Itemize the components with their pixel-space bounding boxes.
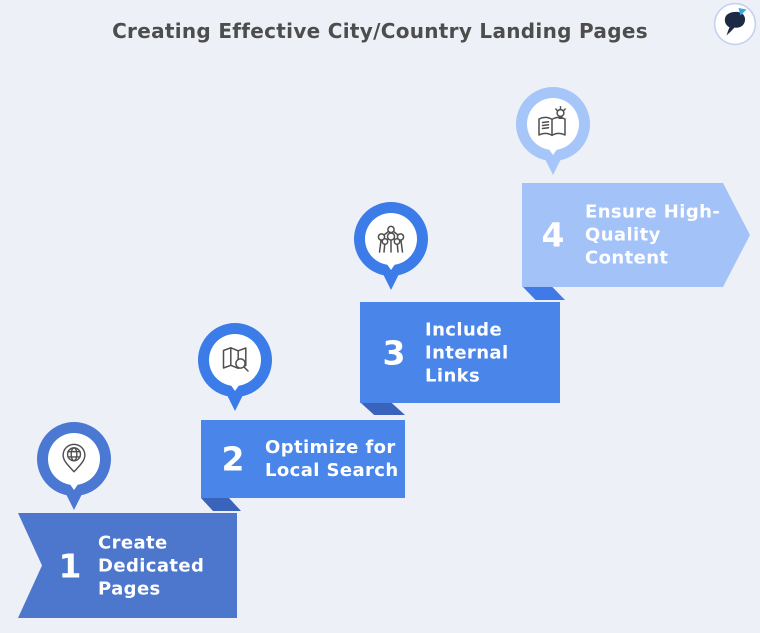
- step4-banner: 4 Ensure High- Quality Content: [522, 183, 750, 287]
- step2-banner: 2 Optimize for Local Search: [201, 420, 405, 498]
- step1-banner: 1 Create Dedicated Pages: [18, 513, 237, 618]
- pin-inner-pointer: [384, 260, 398, 270]
- step-label-line: Internal: [425, 342, 509, 363]
- brand-logo-icon: [713, 2, 757, 46]
- step-label-line: Content: [585, 247, 669, 269]
- ribbon-fold-step4: [523, 287, 565, 300]
- step-label-line: Optimize for: [265, 437, 396, 458]
- step4-number: 4: [541, 215, 565, 255]
- step1-pin-marker: [37, 422, 111, 514]
- step3-number: 3: [382, 333, 406, 372]
- step-label-line: Local Search: [265, 460, 399, 481]
- pin-inner-badge: [48, 433, 100, 485]
- step-label-line: Quality: [585, 224, 661, 246]
- linked-figures-network-icon: [377, 225, 405, 253]
- step-label-line: Create: [98, 532, 168, 553]
- ribbon-fold-step2: [201, 498, 241, 511]
- step-label-line: Dedicated: [98, 555, 205, 576]
- pin-inner-pointer: [228, 381, 242, 391]
- step1-number: 1: [58, 546, 82, 585]
- step2-number: 2: [221, 439, 245, 479]
- step3-label: Include Internal Links: [425, 318, 509, 387]
- step1-label: Create Dedicated Pages: [98, 531, 204, 600]
- step4-pin-marker: [516, 87, 590, 179]
- step-label-line: Ensure High-: [585, 201, 721, 223]
- open-book-lightbulb-icon: [538, 106, 566, 137]
- pin-inner-pointer: [67, 480, 81, 490]
- step3-banner: 3 Include Internal Links: [360, 302, 560, 403]
- map-magnifier-icon: [222, 347, 249, 372]
- pin-inner-badge: [365, 213, 417, 265]
- step-label-line: Include: [425, 319, 503, 340]
- pin-inner-badge: [209, 334, 261, 386]
- pin-inner-pointer: [546, 145, 560, 155]
- step2-label: Optimize for Local Search: [265, 436, 399, 482]
- step2-pin-marker: [198, 323, 272, 415]
- ribbon-fold-step3: [361, 403, 405, 415]
- step4-label: Ensure High- Quality Content: [585, 201, 720, 270]
- globe-location-pin-icon: [62, 443, 86, 473]
- step-label-line: Links: [425, 365, 481, 386]
- page-title: Creating Effective City/Country Landing …: [112, 19, 648, 43]
- step-label-line: Pages: [98, 578, 161, 599]
- pin-inner-badge: [527, 98, 579, 150]
- step3-pin-marker: [354, 202, 428, 294]
